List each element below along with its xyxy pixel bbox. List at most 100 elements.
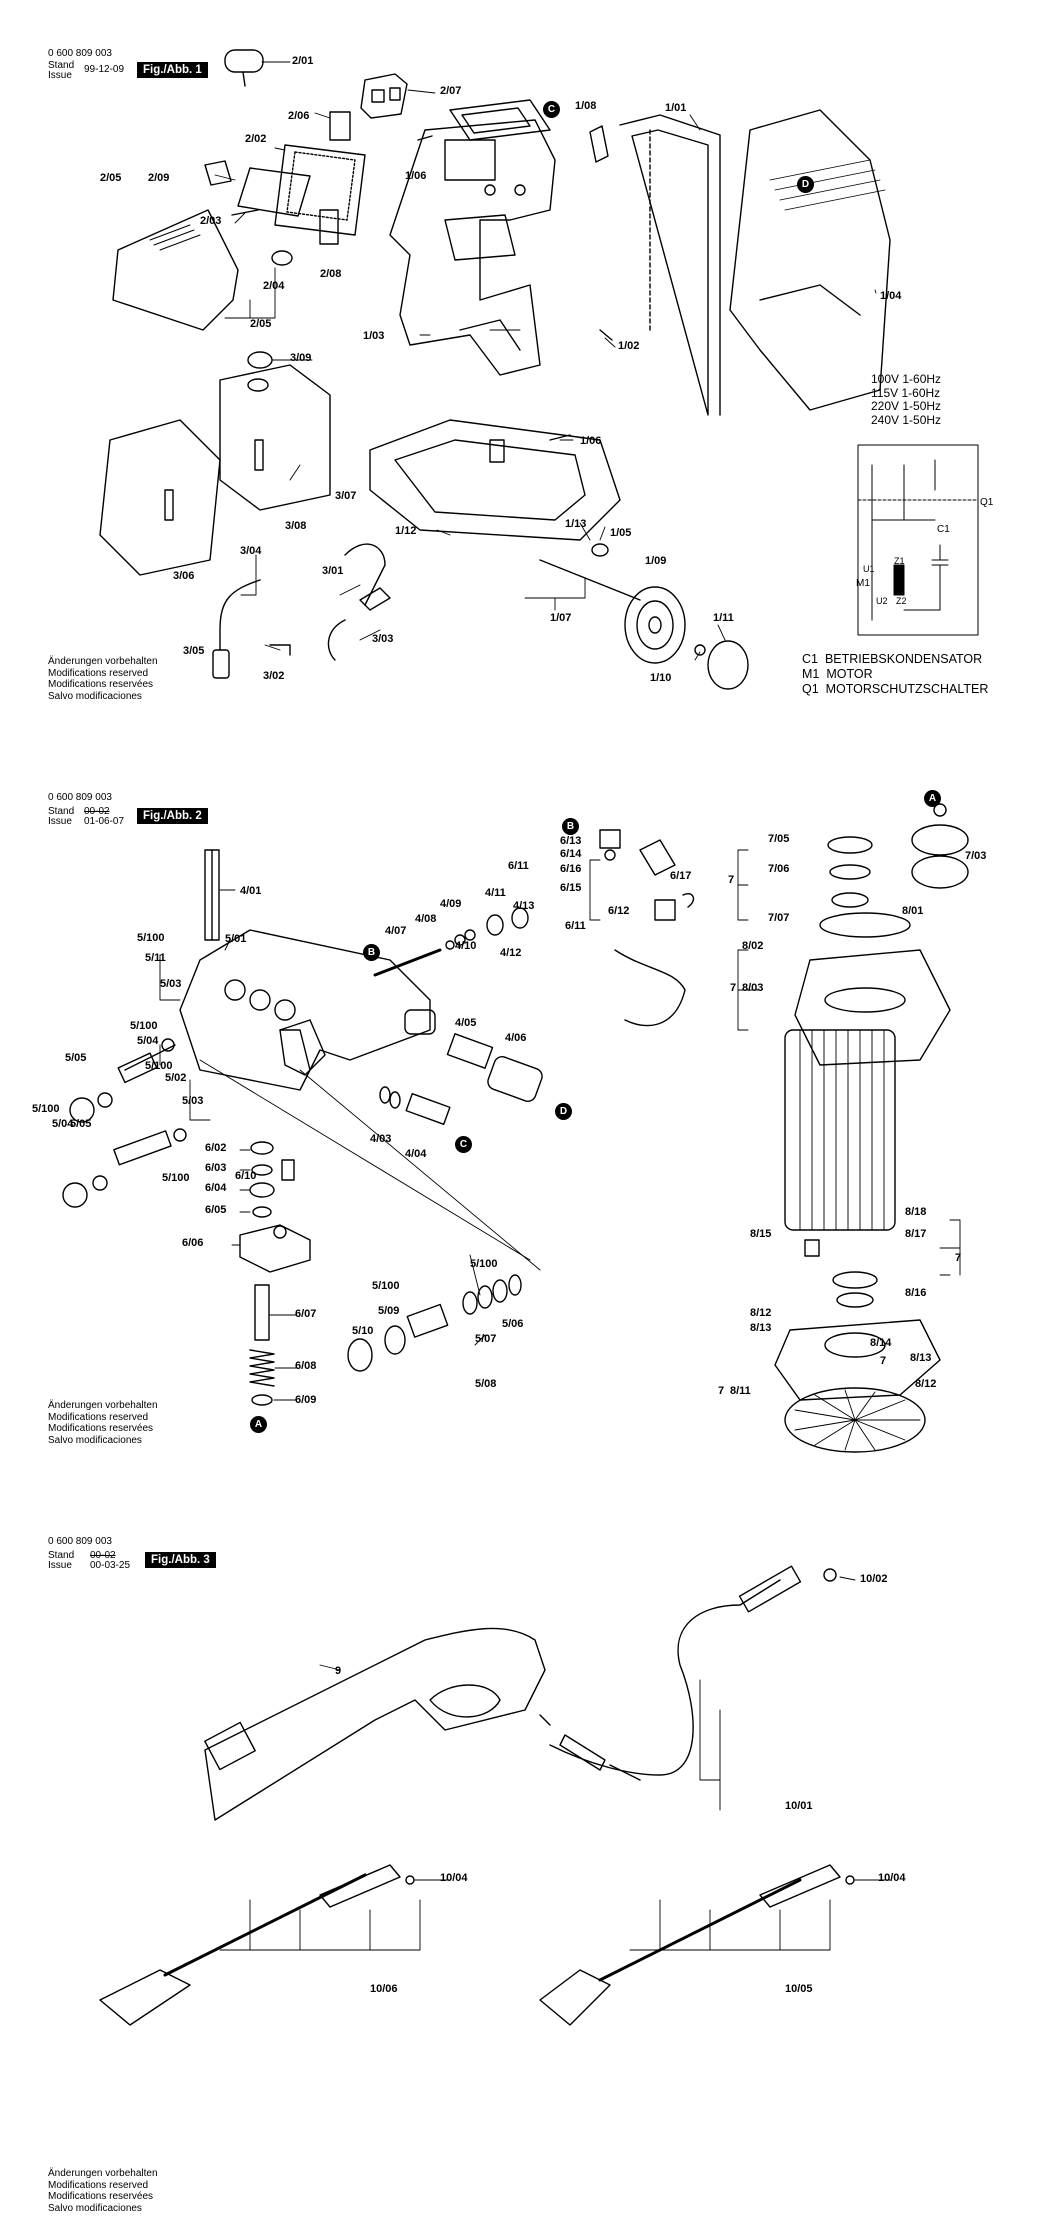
clip-part [682, 893, 695, 908]
issue-label-1: Issue [48, 70, 72, 81]
part-number-label: 6/11 [565, 920, 586, 932]
doc-number-1: 0 600 809 003 [48, 48, 112, 59]
part-number-label: 1/12 [395, 525, 417, 537]
figure-label-2: Fig./Abb. 2 [137, 808, 208, 824]
rod-part [373, 948, 442, 977]
doc-number-2: 0 600 809 003 [48, 792, 112, 803]
stand-label-1: Stand [48, 60, 75, 71]
part-number-label: 1/05 [610, 527, 632, 539]
part-number-label: 3/06 [173, 570, 195, 582]
part-number-label: 1/03 [363, 330, 385, 342]
filter-grid-part [237, 144, 366, 245]
figure-label-1: Fig./Abb. 1 [137, 62, 208, 78]
part-number-label: 6/11 [508, 860, 529, 872]
part-number-label: 5/10 [352, 1325, 374, 1337]
part-number-label: 8/15 [750, 1228, 772, 1240]
part-number-label: 4/08 [415, 913, 437, 925]
circuit-diagram [857, 444, 979, 636]
note-line: Modifications reservées [48, 679, 154, 690]
part-number-label: 2/06 [288, 110, 310, 122]
part-number-label: 6/05 [205, 1204, 227, 1216]
leader-lines [219, 1576, 891, 1951]
plunger-stack-part [347, 1274, 522, 1372]
legend-row: M1 MOTOR [802, 667, 988, 682]
end-shield-part [774, 1239, 941, 1401]
legend-code: Q1 [802, 682, 819, 696]
front-cover-part [99, 419, 221, 576]
high-pressure-hose-part [549, 1565, 837, 1781]
legend-row: C1 BETRIEBSKONDENSATOR [802, 652, 988, 667]
part-number-label: 5/06 [502, 1318, 524, 1330]
note-line: Modifications reservées [48, 1423, 154, 1434]
part-number-label: 8/02 [742, 940, 764, 952]
suction-hose-part [212, 579, 261, 679]
part-number-label: 5/11 [145, 952, 166, 964]
clip-part [591, 543, 609, 557]
note-line: Salvo modificaciones [48, 1434, 142, 1446]
handle-frame-part [619, 114, 721, 416]
screw-part [417, 135, 433, 141]
part-number-label: 2/05 [100, 172, 122, 184]
part-number-label: 1/13 [565, 518, 587, 530]
modifications-note-1: Änderungen vorbehalten Modifications res… [48, 656, 158, 702]
part-number-label: 5/100 [130, 1020, 158, 1032]
pin-part [599, 329, 613, 341]
part-number-label: 6/07 [295, 1308, 317, 1320]
rear-cover-part [729, 109, 891, 411]
spray-gun-part [204, 1627, 551, 1821]
note-line: Änderungen vorbehalten [48, 1400, 158, 1411]
circuit-label: U1 [863, 564, 875, 574]
part-number-label: 3/01 [322, 565, 344, 577]
part-number-label: 5/05 [70, 1118, 92, 1130]
part-number-label: 10/04 [440, 1872, 468, 1884]
voltage-line: 115V 1-60Hz [871, 385, 941, 400]
spring-part [249, 1349, 275, 1387]
base-frame-part [369, 419, 621, 541]
circle-marker: A [924, 790, 941, 807]
part-number-label: 1/10 [650, 672, 672, 684]
note-line: Änderungen vorbehalten [48, 2168, 158, 2179]
note-line: Modifications reserved [48, 667, 149, 679]
tee-fitting-part [279, 1029, 311, 1181]
relay-part [329, 111, 351, 141]
part-number-label: 4/11 [485, 887, 506, 899]
part-number-label: 6/10 [235, 1170, 257, 1182]
part-number-label: 5/01 [225, 933, 247, 945]
issue-label-2: Issue [48, 816, 72, 827]
part-number-label: 6/16 [560, 863, 582, 875]
note-line: Änderungen vorbehalten [48, 656, 158, 667]
part-number-label: 4/05 [455, 1017, 477, 1029]
water-tank-part [219, 364, 331, 511]
switch-part [360, 73, 408, 119]
part-number-label: 4/12 [500, 947, 522, 959]
leader-lines [159, 859, 601, 1401]
grommet-part [271, 250, 293, 266]
part-number-label: 3/05 [183, 645, 205, 657]
part-number-label: 6/14 [560, 848, 582, 860]
clip-part [589, 125, 609, 163]
part-number-label: 6/03 [205, 1162, 227, 1174]
top-lid-part [449, 99, 551, 141]
part-number-label: 8/01 [902, 905, 924, 917]
part-number-label: 10/01 [785, 1800, 813, 1812]
legend-text: MOTOR [826, 667, 873, 681]
part-number-label: 1/08 [575, 100, 597, 112]
doc-number-3: 0 600 809 003 [48, 1536, 112, 1547]
part-number-label: 6/09 [295, 1394, 317, 1406]
part-number-label: 6/17 [670, 870, 692, 882]
part-number-label: 3/09 [290, 352, 312, 364]
part-number-label: 7 [728, 874, 735, 886]
part-number-label: 4/10 [455, 940, 477, 952]
part-number-label: 7/05 [768, 833, 790, 845]
leader-lines [214, 61, 877, 661]
part-number-label: 5/100 [145, 1060, 173, 1072]
part-number-label: 7 [880, 1355, 887, 1367]
part-number-label: 6/02 [205, 1142, 227, 1154]
issue-label-3: Issue [48, 1560, 72, 1571]
part-number-label: 4/07 [385, 925, 407, 937]
part-number-label: 10/04 [878, 1872, 906, 1884]
circuit-label: U2 [876, 596, 888, 606]
part-number-label: 10/06 [370, 1983, 398, 1995]
stand-value-3: 00-02 [90, 1550, 116, 1561]
